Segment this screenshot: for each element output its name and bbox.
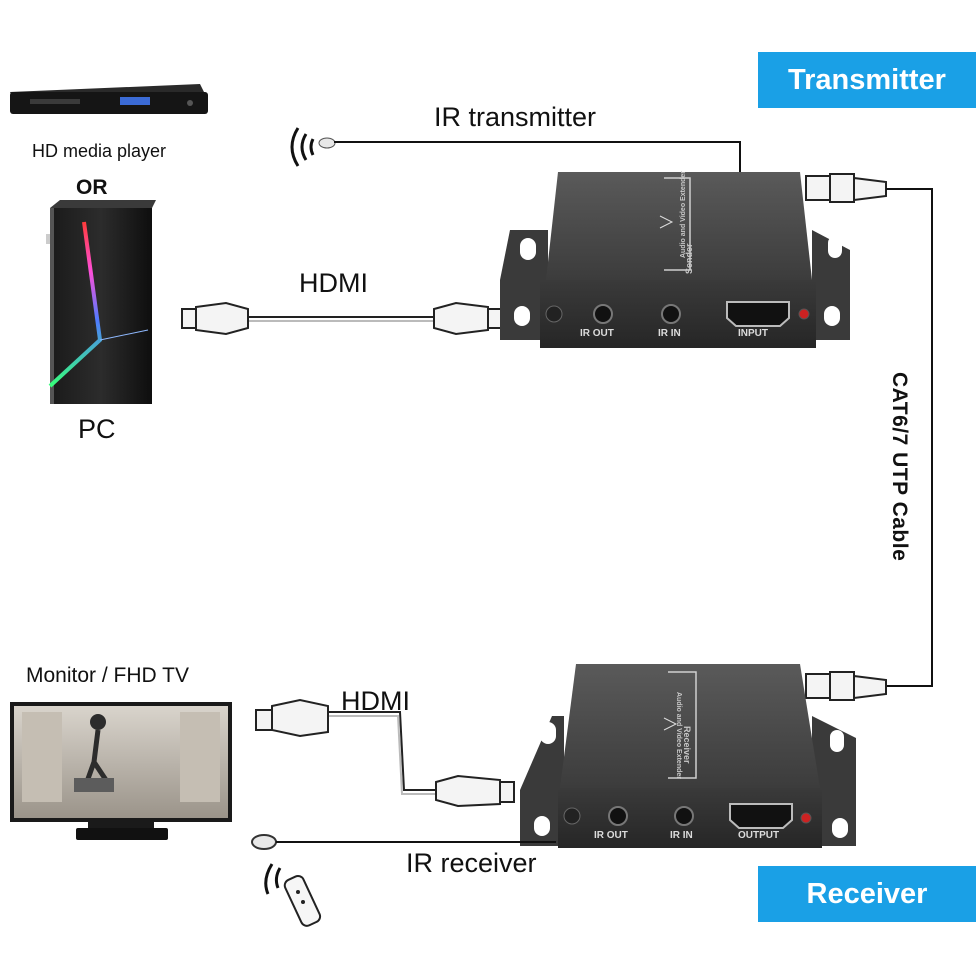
sender-port-input: INPUT (738, 328, 768, 339)
hdmi-top-label: HDMI (299, 268, 368, 298)
ir-transmitter-cable (334, 141, 741, 172)
ir-receiver-label: IR receiver (406, 848, 537, 878)
ir-transmitter-icon (290, 127, 336, 167)
receiver-port-output: OUTPUT (738, 830, 780, 841)
hdmi-bottom-label: HDMI (341, 686, 410, 716)
hdmi-cable-top (181, 301, 503, 336)
pc-tower-icon (46, 200, 156, 404)
media-player-icon (10, 84, 208, 114)
receiver-badge: Receiver (758, 866, 976, 922)
monitor-label: Monitor / FHD TV (26, 664, 189, 687)
rj45-connector-top (805, 173, 887, 203)
receiver-brand-label: Audio and Video Extender (675, 692, 682, 779)
ir-receiver-icon (251, 834, 277, 850)
receiver-port-ir-out: IR OUT (594, 830, 628, 841)
receiver-unit (520, 664, 856, 848)
rj45-connector-bottom (805, 671, 887, 701)
ir-transmitter-label: IR transmitter (434, 102, 597, 132)
receiver-port-ir-in: IR IN (670, 830, 693, 841)
sender-unit (500, 172, 850, 348)
remote-control-icon (264, 863, 322, 927)
media-player-label: HD media player (32, 141, 167, 161)
or-label: OR (76, 176, 108, 199)
cat-cable-label: CAT6/7 UTP Cable (888, 372, 911, 562)
transmitter-badge: Transmitter (758, 52, 976, 108)
monitor-icon (10, 702, 232, 840)
receiver-side-label: Receiver (682, 726, 692, 764)
hdmi-cable-bottom (255, 698, 515, 808)
sender-port-ir-in: IR IN (658, 328, 681, 339)
sender-port-ir-out: IR OUT (580, 328, 614, 339)
cat-cable (886, 188, 933, 687)
sender-brand-label: Audio and Video Extender (680, 171, 687, 258)
pc-label: PC (78, 414, 116, 444)
